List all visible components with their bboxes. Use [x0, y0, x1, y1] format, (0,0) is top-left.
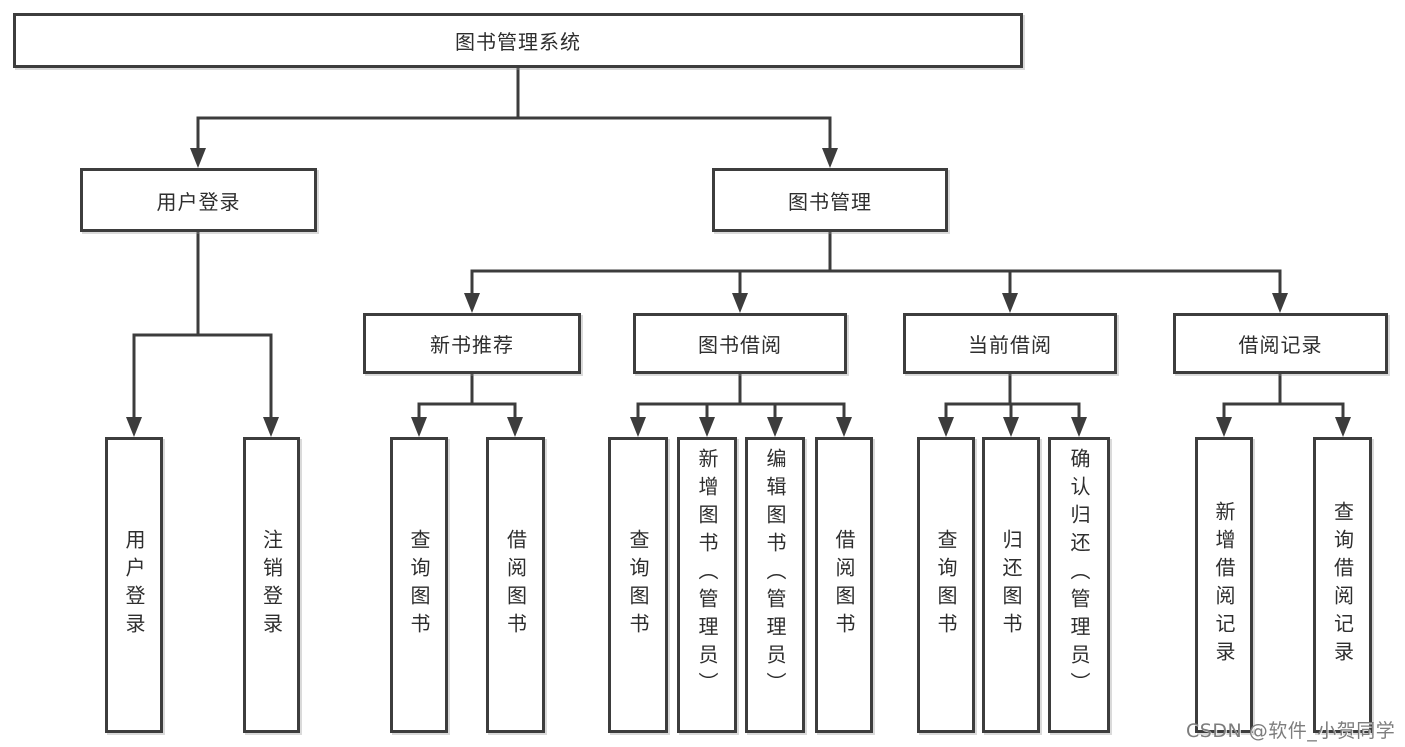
arrowhead-icon: [263, 417, 279, 437]
leaf-borrow-books-2: 借阅图书: [815, 437, 873, 733]
arrowhead-icon: [1002, 293, 1018, 313]
arrowhead-icon: [1272, 293, 1288, 313]
arrowhead-icon: [836, 417, 852, 437]
connector-login-to-children: [126, 230, 279, 437]
leaf-query-books-2: 查询图书: [608, 437, 668, 733]
node-root-system: 图书管理系统: [13, 13, 1023, 68]
connector-bookmgmt-to-level3: [464, 230, 1288, 313]
node-label: 归还图书: [999, 529, 1023, 641]
leaf-edit-books-admin: 编辑图书（管理员）: [745, 437, 805, 733]
node-label: 查询图书: [407, 529, 431, 641]
node-label: 借阅记录: [1238, 333, 1323, 357]
arrowhead-icon: [630, 417, 646, 437]
arrowhead-icon: [822, 148, 838, 168]
connector-records-to-children: [1216, 372, 1351, 437]
leaf-add-borrow-record: 新增借阅记录: [1195, 437, 1253, 733]
leaf-borrow-books-1: 借阅图书: [486, 437, 545, 733]
connector-newbooks-to-children: [411, 372, 523, 437]
node-current-borrow: 当前借阅: [903, 313, 1117, 374]
node-label: 查询图书: [626, 529, 650, 641]
leaf-query-books-1: 查询图书: [390, 437, 448, 733]
arrowhead-icon: [1335, 417, 1351, 437]
node-label: 查询借阅记录: [1330, 501, 1355, 669]
node-label: 注销登录: [259, 529, 284, 641]
node-label: 当前借阅: [968, 333, 1052, 357]
leaf-return-books: 归还图书: [982, 437, 1040, 733]
node-label: 借阅图书: [832, 529, 856, 641]
arrowhead-icon: [411, 417, 427, 437]
node-label: 编辑图书（管理员）: [763, 448, 787, 700]
leaf-confirm-return-admin: 确认归还（管理员）: [1048, 437, 1110, 733]
leaf-add-books-admin: 新增图书（管理员）: [677, 437, 737, 733]
node-label: 新书推荐: [430, 333, 514, 357]
arrowhead-icon: [938, 417, 954, 437]
arrowhead-icon: [1003, 417, 1019, 437]
node-new-book-recommend: 新书推荐: [363, 313, 581, 374]
node-label: 查询图书: [934, 529, 958, 641]
connector-borrow-to-children: [630, 372, 852, 437]
node-label: 图书借阅: [698, 333, 782, 357]
node-label: 确认归还（管理员）: [1067, 448, 1091, 700]
leaf-logout: 注销登录: [243, 437, 300, 733]
node-label: 新增借阅记录: [1212, 501, 1236, 669]
node-book-borrow: 图书借阅: [633, 313, 847, 374]
arrowhead-icon: [190, 148, 206, 168]
node-label: 借阅图书: [503, 529, 528, 641]
arrowhead-icon: [507, 417, 523, 437]
arrowhead-icon: [126, 417, 142, 437]
leaf-user-login: 用户登录: [105, 437, 163, 733]
arrowhead-icon: [699, 417, 715, 437]
leaf-query-borrow-record: 查询借阅记录: [1313, 437, 1372, 733]
arrowhead-icon: [1071, 417, 1087, 437]
node-label: 新增图书（管理员）: [695, 448, 719, 700]
connector-current-to-children: [938, 372, 1087, 437]
node-label: 图书管理: [788, 189, 872, 214]
csdn-watermark: CSDN @软件_小贺同学: [1186, 720, 1396, 742]
arrowhead-icon: [1216, 417, 1232, 437]
arrowhead-icon: [732, 293, 748, 313]
connector-root-to-level2: [190, 66, 838, 168]
node-borrow-records: 借阅记录: [1173, 313, 1388, 374]
arrowhead-icon: [767, 417, 783, 437]
node-book-management: 图书管理: [712, 168, 948, 232]
leaf-query-books-3: 查询图书: [917, 437, 975, 733]
node-user-login: 用户登录: [80, 168, 317, 232]
node-label: 用户登录: [156, 189, 241, 214]
arrowhead-icon: [464, 293, 480, 313]
node-label: 用户登录: [122, 529, 146, 641]
node-label: 图书管理系统: [455, 30, 581, 54]
